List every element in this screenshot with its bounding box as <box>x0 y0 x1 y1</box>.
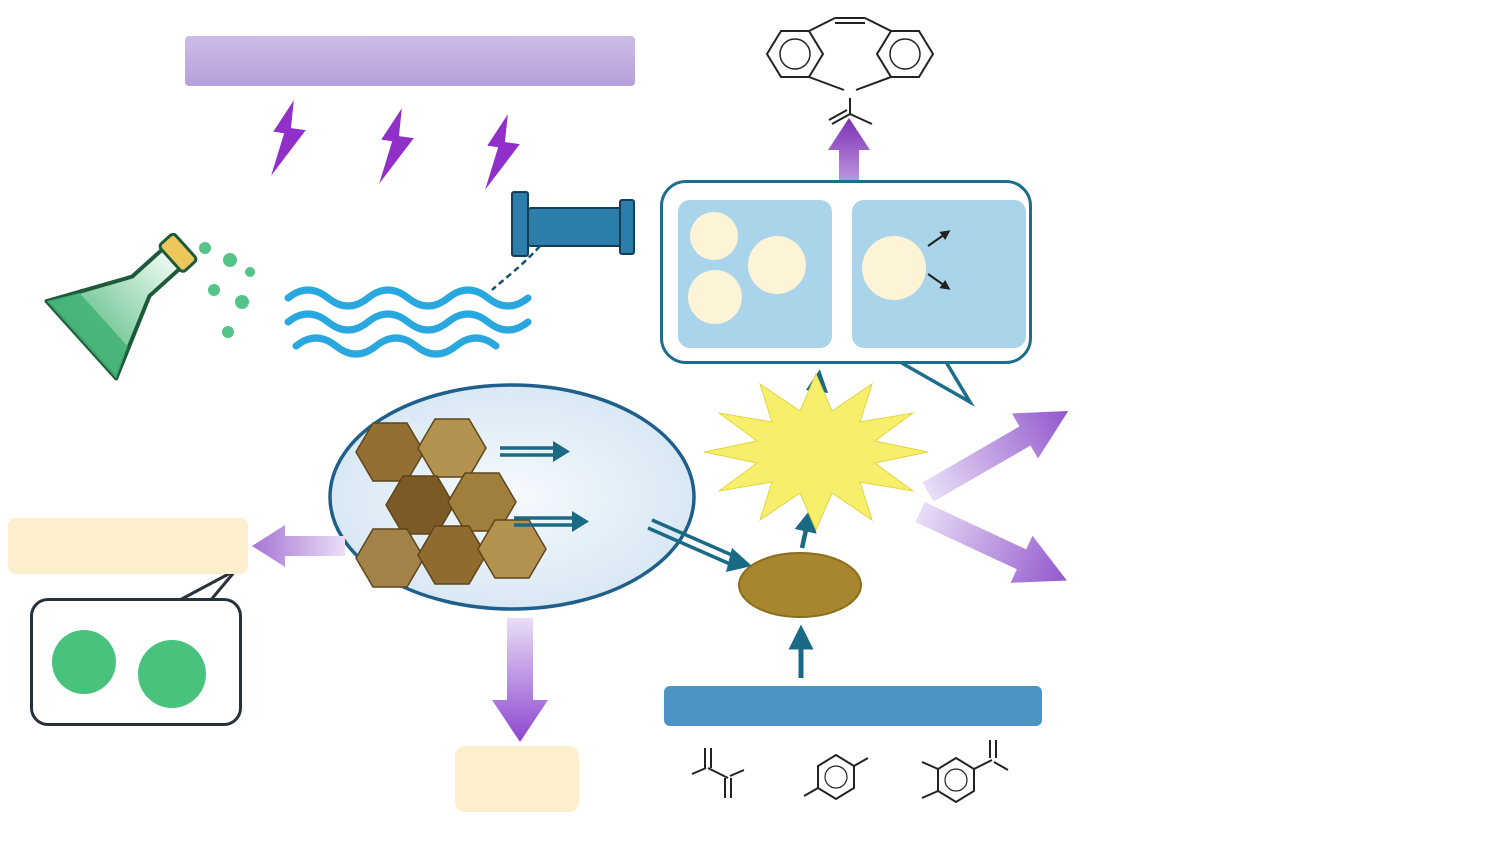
ligand-structures <box>691 740 1009 804</box>
arrow-promotion-down <box>492 618 548 742</box>
bubble-oh-circle <box>690 212 738 260</box>
reactive-species-box <box>8 518 248 574</box>
electron-arrow-dom-to-fe <box>647 518 752 572</box>
arrow-inhibition-right <box>915 502 1067 583</box>
bubble-3dom-circle <box>862 236 926 300</box>
uv-banner <box>185 36 635 86</box>
oh-radical-circle <box>52 630 116 694</box>
electron-arrow-cooh <box>500 441 570 462</box>
speech-tail-top <box>899 360 975 407</box>
arrow-attack <box>828 118 870 190</box>
dbps-box <box>455 746 579 812</box>
dbps-chart <box>1065 440 1510 850</box>
pipe-icon <box>491 191 635 291</box>
arrow-fe-to-complex <box>794 509 817 549</box>
water-waves-icon <box>284 286 532 358</box>
rcs-circle <box>138 640 206 708</box>
reactive-species-chart <box>1065 20 1510 438</box>
fe-dom-starburst <box>703 372 929 532</box>
arrow-promotion-right <box>922 411 1069 502</box>
oxalic-acid-structure <box>691 748 745 798</box>
hydroquinone-structure <box>803 753 869 801</box>
bubble-feiv-circle <box>748 236 806 294</box>
droplets-icon <box>199 242 255 338</box>
protocatechuic-structure <box>921 740 1009 804</box>
3dom-arrows <box>927 230 951 290</box>
ligands-banner <box>664 686 1042 726</box>
lightning-bolt-icon <box>271 100 520 190</box>
cbz-structure <box>765 17 935 125</box>
electron-arrow-oh <box>514 511 589 532</box>
bubble-rcs-circle <box>688 270 742 324</box>
arrow-inhibition-left <box>252 525 345 567</box>
speech-tail-left <box>177 568 238 603</box>
flask-icon <box>44 232 198 381</box>
fe3-ellipse <box>738 552 862 618</box>
